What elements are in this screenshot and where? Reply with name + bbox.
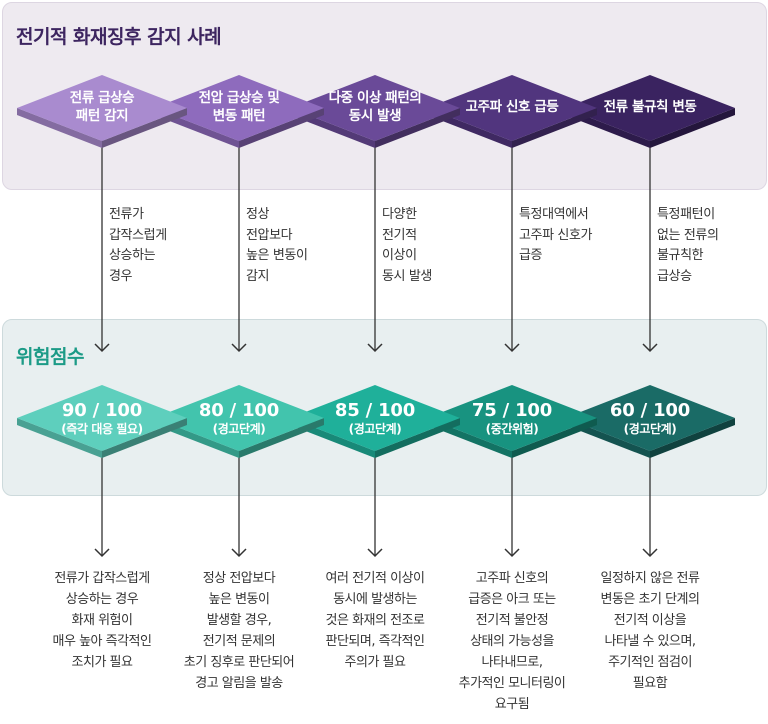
symptom-label-3: 다중 이상 패턴의 동시 발생 [328,90,422,124]
symptom-diamond-4-side-right [512,108,597,148]
score-diamond-5 [565,385,735,451]
risk-description-2: 정상 전압보다 높은 변동이 발생할 경우, 전기적 문제의 초기 징후로 판단… [183,571,295,692]
symptom-note-3: 다양한 전기적 이상이 동시 발생 [382,207,432,284]
score-label-5: 60 / 100(경고단계) [575,394,725,442]
symptom-label-2: 전압 급상승 및 변동 패턴 [198,90,280,124]
symptom-diamond-1 [17,75,187,141]
score-value-5: 60 / 100 [609,399,691,421]
risk-level-4: (중간위험) [485,421,539,436]
symptom-diamond-5-side-right [650,108,735,148]
score-label-2: 80 / 100(경고단계) [164,394,314,442]
symptom-label-5: 전류 불규칙 변동 [603,99,697,116]
arrow-to-score-1-head [94,343,110,353]
score-diamond-3-side-right [375,418,460,458]
arrow-to-desc-2-head [231,548,247,558]
symptom-diamond-2 [154,75,324,141]
risk-level-2: (경고단계) [212,421,266,436]
score-value-2: 80 / 100 [198,399,280,421]
score-diamond-1 [17,385,187,451]
symptom-label-4: 고주파 신호 급등 [465,99,559,116]
score-diamond-4 [427,385,597,451]
symptom-note-1: 전류가 갑작스럽게 상승하는 경우 [109,207,167,284]
score-value-4: 75 / 100 [471,399,553,421]
risk-level-5: (경고단계) [623,421,677,436]
risk-description-1: 전류가 갑작스럽게 상승하는 경우 화재 위험이 매우 높아 즉각적인 조치가 … [52,571,152,671]
risk-level-1: (즉각 대응 필요) [61,421,143,436]
arrow-to-desc-3-head [367,548,383,558]
risk-description-4: 고주파 신호의 급증은 아크 또는 전기적 불안정 상태의 가능성을 나타내므로… [458,571,566,713]
symptom-diamond-1-side-right [102,108,187,148]
risk-description-3: 여러 전기적 이상이 동시에 발생하는 것은 화재의 전조로 판단되며, 즉각적… [325,571,425,671]
score-value-3: 85 / 100 [334,399,416,421]
symptom-diamond-3 [290,75,460,141]
score-label-3: 85 / 100(경고단계) [300,394,450,442]
score-diamond-2-side-right [239,418,324,458]
symptom-diamond-2-side-right [239,108,324,148]
symptom-diamond-4 [427,75,597,141]
score-diamond-1-side-left [17,418,102,458]
score-label-1: 90 / 100(즉각 대응 필요) [27,394,177,442]
symptom-diamond-3-side-right [375,108,460,148]
arrow-to-desc-4-head [504,548,520,558]
score-diamond-3 [290,385,460,451]
score-label-4: 75 / 100(중간위험) [437,394,587,442]
arrow-to-desc-1-head [94,548,110,558]
arrow-to-score-4-head [504,343,520,353]
arrow-to-score-2-head [231,343,247,353]
symptom-diamond-1-side-left [17,108,102,148]
score-diamond-5-side-right [650,418,735,458]
risk-level-3: (경고단계) [348,421,402,436]
symptom-note-2: 정상 전압보다 높은 변동이 감지 [246,207,308,284]
page-title: 전기적 화재징후 감지 사례 [16,26,222,48]
score-diamond-1-side-right [102,418,187,458]
arrow-to-score-3-head [367,343,383,353]
symptom-label-1: 전류 급상승 패턴 감지 [69,90,135,124]
arrow-to-score-5-head [642,343,658,353]
symptom-note-5: 특정패턴이 없는 전류의 불규칙한 급상승 [657,207,719,284]
score-diamond-2 [154,385,324,451]
score-value-1: 90 / 100 [61,399,143,421]
risk-description-5: 일정하지 않은 전류 변동은 초기 단계의 전기적 이상을 나타낼 수 있으며,… [600,571,700,692]
risk-score-title: 위험점수 [16,346,84,368]
symptom-note-4: 특정대역에서 고주파 신호가 급증 [519,207,593,264]
arrow-to-desc-5-head [642,548,658,558]
symptom-diamond-5 [565,75,735,141]
score-diamond-4-side-right [512,418,597,458]
